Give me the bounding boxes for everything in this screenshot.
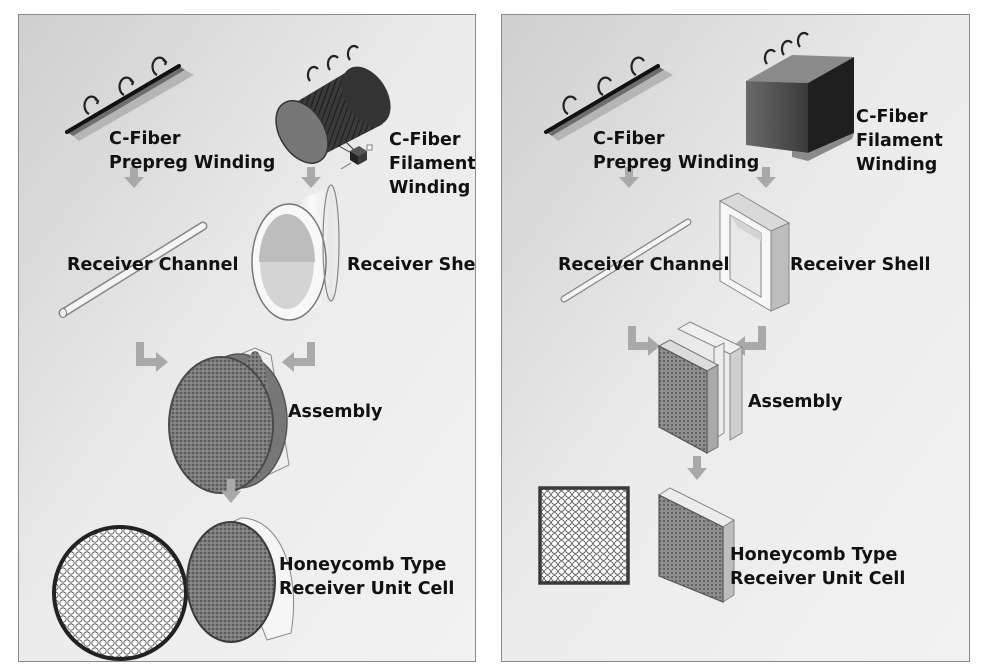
receiver-channel-tube [58,221,208,318]
down-arrow [221,479,241,503]
assembly-label: Assembly [748,392,843,412]
honeycomb-face-view [52,525,188,661]
receiver-unit-cell-block [657,487,736,603]
circular-process-diagram [19,15,475,661]
down-arrow [756,167,776,188]
filament-rotation-arrows [763,31,809,65]
unit-cell-label-line-1: Honeycomb Type [730,545,898,565]
unit-cell-label-line-1: Honeycomb Type [279,555,447,575]
down-arrow [619,167,639,188]
assembly-unit [168,347,290,494]
filament-label-line-1: C-Fiber [389,130,461,150]
prepreg-rotation-arrows [562,56,645,115]
prepreg-label-line-1: C-Fiber [109,129,181,149]
assembly-label: Assembly [288,402,383,422]
down-arrow [301,167,321,188]
prepreg-winding-rod [65,64,194,141]
filament-feed-head [336,140,373,170]
receiver-channel-label: Receiver Channel [558,255,730,275]
down-arrow [124,167,144,188]
filament-label-line-1: C-Fiber [856,107,928,127]
corner-arrow-right [136,342,168,372]
filament-label-line-2: Filament [856,131,943,151]
prepreg-label-line-2: Prepreg Winding [109,153,276,173]
filament-rotation-arrows [306,44,359,82]
receiver-shell-label: Receiver Shell [347,255,476,275]
corner-arrow-right [628,326,660,356]
receiver-unit-cell-disc [186,517,295,643]
filament-label-line-3: Winding [389,178,471,198]
filament-label-line-3: Winding [856,155,938,175]
prepreg-label-line-1: C-Fiber [593,129,665,149]
assembly-unit [657,321,744,455]
receiver-channel-label: Receiver Channel [67,255,239,275]
receiver-shell-frame [718,192,791,312]
prepreg-winding-rod [544,64,673,141]
prepreg-label-line-2: Prepreg Winding [593,153,760,173]
honeycomb-face-view [538,486,630,585]
unit-cell-label-line-2: Receiver Unit Cell [279,579,455,599]
corner-arrow-left [282,342,315,372]
receiver-shell-ring [251,184,340,321]
square-process-panel: C-Fiber Prepreg Winding C-Fiber Filament… [501,14,970,662]
filament-winding-box [746,55,854,161]
down-arrow [687,456,707,480]
circular-process-panel: C-Fiber Prepreg Winding C-Fiber Filament… [18,14,476,662]
unit-cell-label-line-2: Receiver Unit Cell [730,569,906,589]
receiver-channel-tube [560,218,692,303]
receiver-shell-label: Receiver Shell [790,255,931,275]
square-process-diagram [502,15,969,661]
filament-winding-cylinder [275,66,391,164]
prepreg-rotation-arrows [83,56,168,115]
filament-label-line-2: Filament [389,154,476,174]
